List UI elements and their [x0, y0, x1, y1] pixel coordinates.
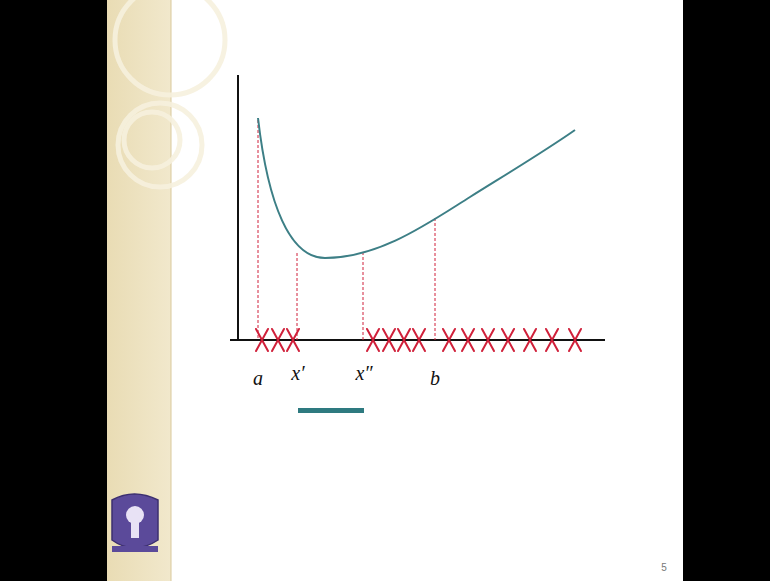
strip-decoration	[115, 0, 225, 187]
axis-point-label: b	[430, 368, 440, 388]
page-number: 5	[661, 563, 667, 573]
strip-edge	[171, 0, 172, 581]
axis-point-label: a	[253, 368, 263, 388]
sample-marks	[256, 329, 581, 351]
institute-logo	[112, 494, 158, 552]
dashed-guides	[258, 120, 435, 340]
axis-point-label: x′	[291, 363, 304, 383]
interval-bar	[298, 408, 364, 413]
axis-point-label: x″	[355, 363, 372, 383]
axes	[230, 75, 605, 341]
function-curve	[258, 118, 575, 258]
